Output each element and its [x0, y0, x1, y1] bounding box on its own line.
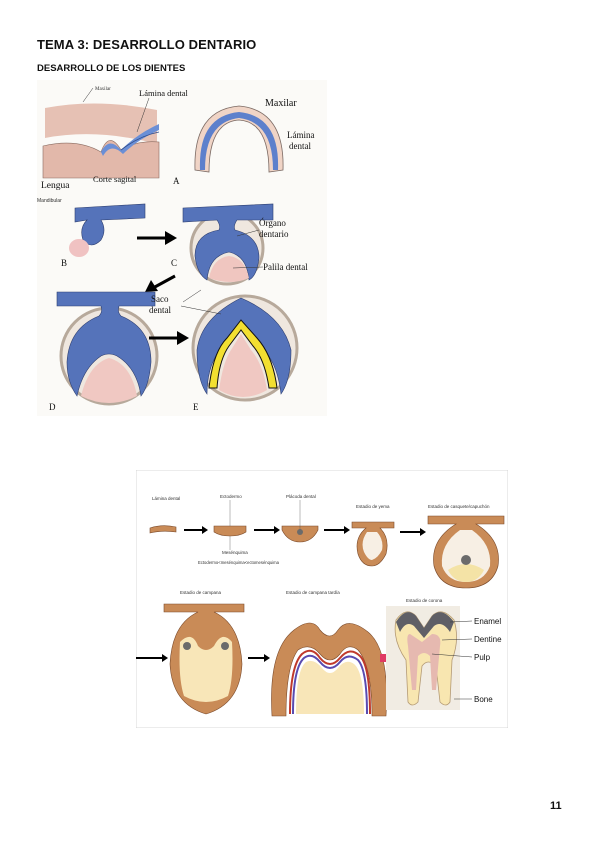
label-enamel: Enamel [474, 617, 501, 626]
label-fig2-placoda: Plácoda dental [286, 494, 316, 499]
label-fig2-campana-tardia: Estadio de campana tardía [286, 590, 340, 595]
label-a: A [173, 176, 180, 186]
label-e: E [193, 402, 199, 412]
tooth-stages-diagram: Lámina dental Ectodermo Plácoda dental E… [136, 470, 508, 728]
cap-papilla [209, 256, 249, 282]
bell-papilla [81, 358, 137, 403]
label-d: D [49, 402, 56, 412]
label-fig2-mesenquima: Mesénquima [222, 550, 248, 555]
page-title: TEMA 3: DESARROLLO DENTARIO [37, 37, 257, 52]
pulp-chamber [407, 634, 441, 690]
label-lengua: Lengua [41, 181, 70, 191]
label-dentario: dentario [259, 229, 289, 239]
label-fig2-corona: Estadio de corona [406, 598, 443, 603]
label-maxilar: Maxilar [265, 98, 297, 109]
label-lamina-dental: Lámina dental [139, 88, 188, 98]
enamel-dentine-layer [208, 319, 278, 389]
label-maxilar-small: Maxilar [95, 87, 111, 92]
section-subtitle: DESARROLLO DE LOS DIENTES [37, 63, 186, 74]
enamel-cap [396, 612, 454, 638]
label-bone: Bone [474, 695, 493, 704]
dental-lamina-strip [101, 124, 159, 156]
maxilla-tissue [45, 103, 157, 144]
label-lamina: Lámina [287, 130, 315, 140]
mandible-tissue [42, 140, 160, 179]
label-b: B [61, 258, 67, 268]
label-papila-dental: Palila dental [263, 262, 308, 272]
cap-stage-organ [182, 203, 274, 281]
stage-dental-lamina [149, 525, 177, 534]
label-fig2-campana: Estadio de campana [180, 590, 222, 595]
bud-stage-organ [74, 203, 146, 246]
bell-stage-organ [56, 291, 156, 397]
stage-ectoderm [213, 525, 247, 537]
page-number: 11 [550, 800, 562, 812]
label-corte-sagital: Corte sagital [93, 174, 137, 184]
label-lamina-dental-2: dental [289, 141, 311, 151]
label-fig2-yema: Estadio de yema [356, 504, 390, 509]
bud-papilla [69, 239, 89, 257]
label-dentine: Dentine [474, 635, 502, 644]
label-mandibular: Mandibular [37, 198, 62, 204]
tooth-development-diagram: Maxilar Lámina dental Maxilar Lámina den… [37, 80, 327, 416]
label-saco: Saco [151, 294, 169, 304]
label-fig2-interaccion: Ectodermo<mesénquima<ectomesénquima [198, 560, 280, 565]
label-fig2-casquete: Estadio de casquete/capuchón [428, 504, 490, 509]
label-saco-dental: dental [149, 305, 171, 315]
label-fig2-lamina: Lámina dental [152, 496, 180, 501]
label-c: C [171, 258, 177, 268]
stage-late-bell [271, 622, 387, 717]
crown-papilla [219, 334, 267, 397]
label-fig2-ectodermo: Ectodermo [220, 494, 242, 499]
crown-stage-organ [196, 297, 292, 395]
label-organo: Órgano [259, 218, 286, 228]
label-pulp: Pulp [474, 653, 491, 662]
